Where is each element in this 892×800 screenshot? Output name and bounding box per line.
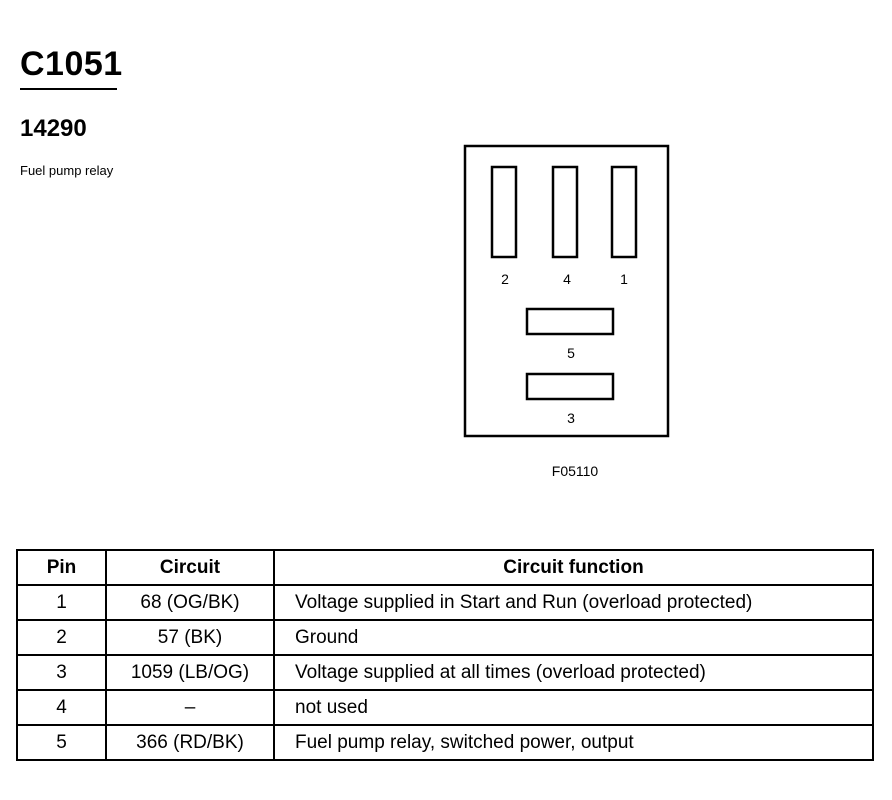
pin-5-terminal (525, 307, 615, 336)
cell-circuit: 1059 (LB/OG) (105, 654, 275, 691)
cell-circuit-function: Voltage supplied at all times (overload … (273, 654, 874, 691)
cell-pin: 2 (16, 619, 107, 656)
pin-4-label: 4 (563, 271, 571, 287)
table-row: 5 366 (RD/BK) Fuel pump relay, switched … (16, 724, 874, 761)
table-row: 2 57 (BK) Ground (16, 619, 874, 656)
cell-pin: 3 (16, 654, 107, 691)
connector-housing (463, 144, 670, 438)
pin-3-terminal (525, 372, 615, 401)
cell-pin: 5 (16, 724, 107, 761)
pin-2-label: 2 (501, 271, 509, 287)
header-pin: Pin (16, 549, 107, 586)
pin-1-label: 1 (620, 271, 628, 287)
cell-circuit-function: Fuel pump relay, switched power, output (273, 724, 874, 761)
cell-circuit-function: Voltage supplied in Start and Run (overl… (273, 584, 874, 621)
part-number: 14290 (20, 115, 87, 142)
cell-circuit: 68 (OG/BK) (105, 584, 275, 621)
connector-id-underline (20, 88, 117, 90)
cell-circuit: 366 (RD/BK) (105, 724, 275, 761)
cell-circuit: – (105, 689, 275, 726)
pin-circuit-table: Pin Circuit Circuit function 1 68 (OG/BK… (16, 549, 874, 761)
table-row: 3 1059 (LB/OG) Voltage supplied at all t… (16, 654, 874, 691)
cell-pin: 4 (16, 689, 107, 726)
connector-description: Fuel pump relay (20, 163, 114, 178)
figure-id: F05110 (552, 463, 599, 479)
table-header-row: Pin Circuit Circuit function (16, 549, 874, 586)
table-row: 1 68 (OG/BK) Voltage supplied in Start a… (16, 584, 874, 621)
pin-2-terminal (490, 165, 518, 259)
cell-circuit: 57 (BK) (105, 619, 275, 656)
pin-5-label: 5 (567, 345, 575, 361)
header-circuit: Circuit (105, 549, 275, 586)
cell-pin: 1 (16, 584, 107, 621)
header-circuit-function: Circuit function (273, 549, 874, 586)
pin-3-label: 3 (567, 410, 575, 426)
cell-circuit-function: Ground (273, 619, 874, 656)
table-row: 4 – not used (16, 689, 874, 726)
pin-4-terminal (551, 165, 579, 259)
connector-id: C1051 (20, 45, 123, 83)
cell-circuit-function: not used (273, 689, 874, 726)
pin-1-terminal (610, 165, 638, 259)
